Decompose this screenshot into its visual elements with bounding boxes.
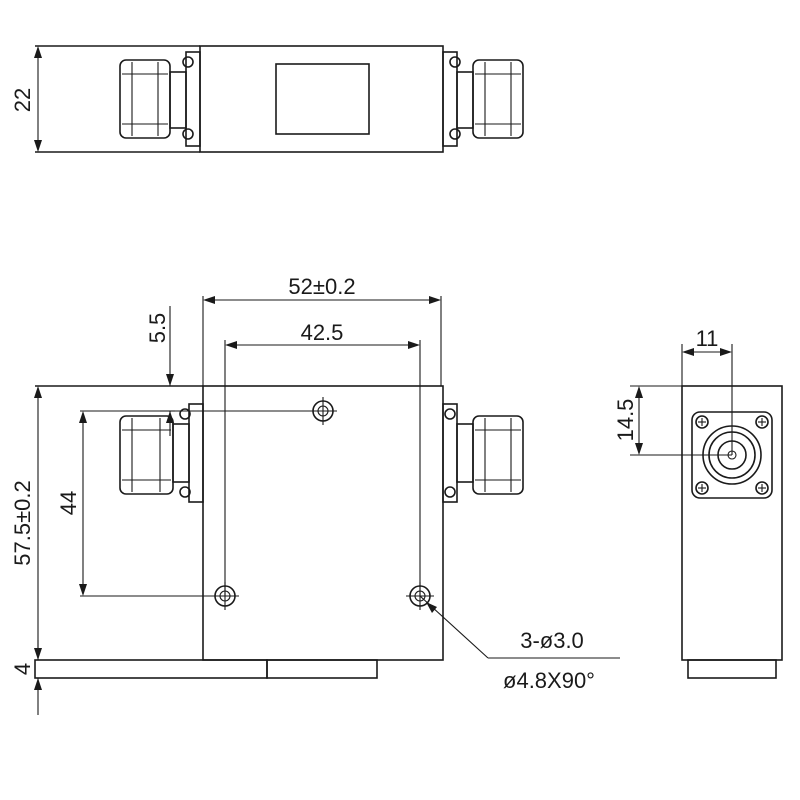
side-flange-screw (695, 481, 709, 495)
top-right-connector (456, 59, 524, 139)
countersink-callout: ø4.8X90° (503, 668, 595, 693)
front-view: 52±0.2 42.5 5.5 44 57.5±0.2 4 3-ø3.0 ø4.… (10, 274, 620, 715)
dim-side-connector-offset: 14.5 (613, 399, 638, 442)
side-view: 11 14.5 (613, 326, 783, 679)
front-right-connector (456, 415, 524, 495)
side-flange-screw (695, 415, 709, 429)
top-left-connector (119, 59, 187, 139)
front-left-connector (119, 415, 190, 495)
dim-side-width: 11 (696, 326, 719, 351)
dim-base-thickness: 4 (10, 663, 35, 675)
dim-total-height: 57.5±0.2 (10, 480, 35, 565)
dim-total-width: 52±0.2 (288, 274, 355, 299)
dim-hole-spacing-x: 42.5 (301, 320, 344, 345)
side-flange-screw (755, 415, 769, 429)
side-flange-screw (755, 481, 769, 495)
hole-callout: 3-ø3.0 (520, 628, 584, 653)
dim-top-height: 22 (10, 88, 35, 112)
top-view: 22 (10, 45, 524, 153)
dim-hole-offset-top: 5.5 (145, 313, 170, 344)
dim-hole-spacing-y: 44 (56, 491, 81, 515)
